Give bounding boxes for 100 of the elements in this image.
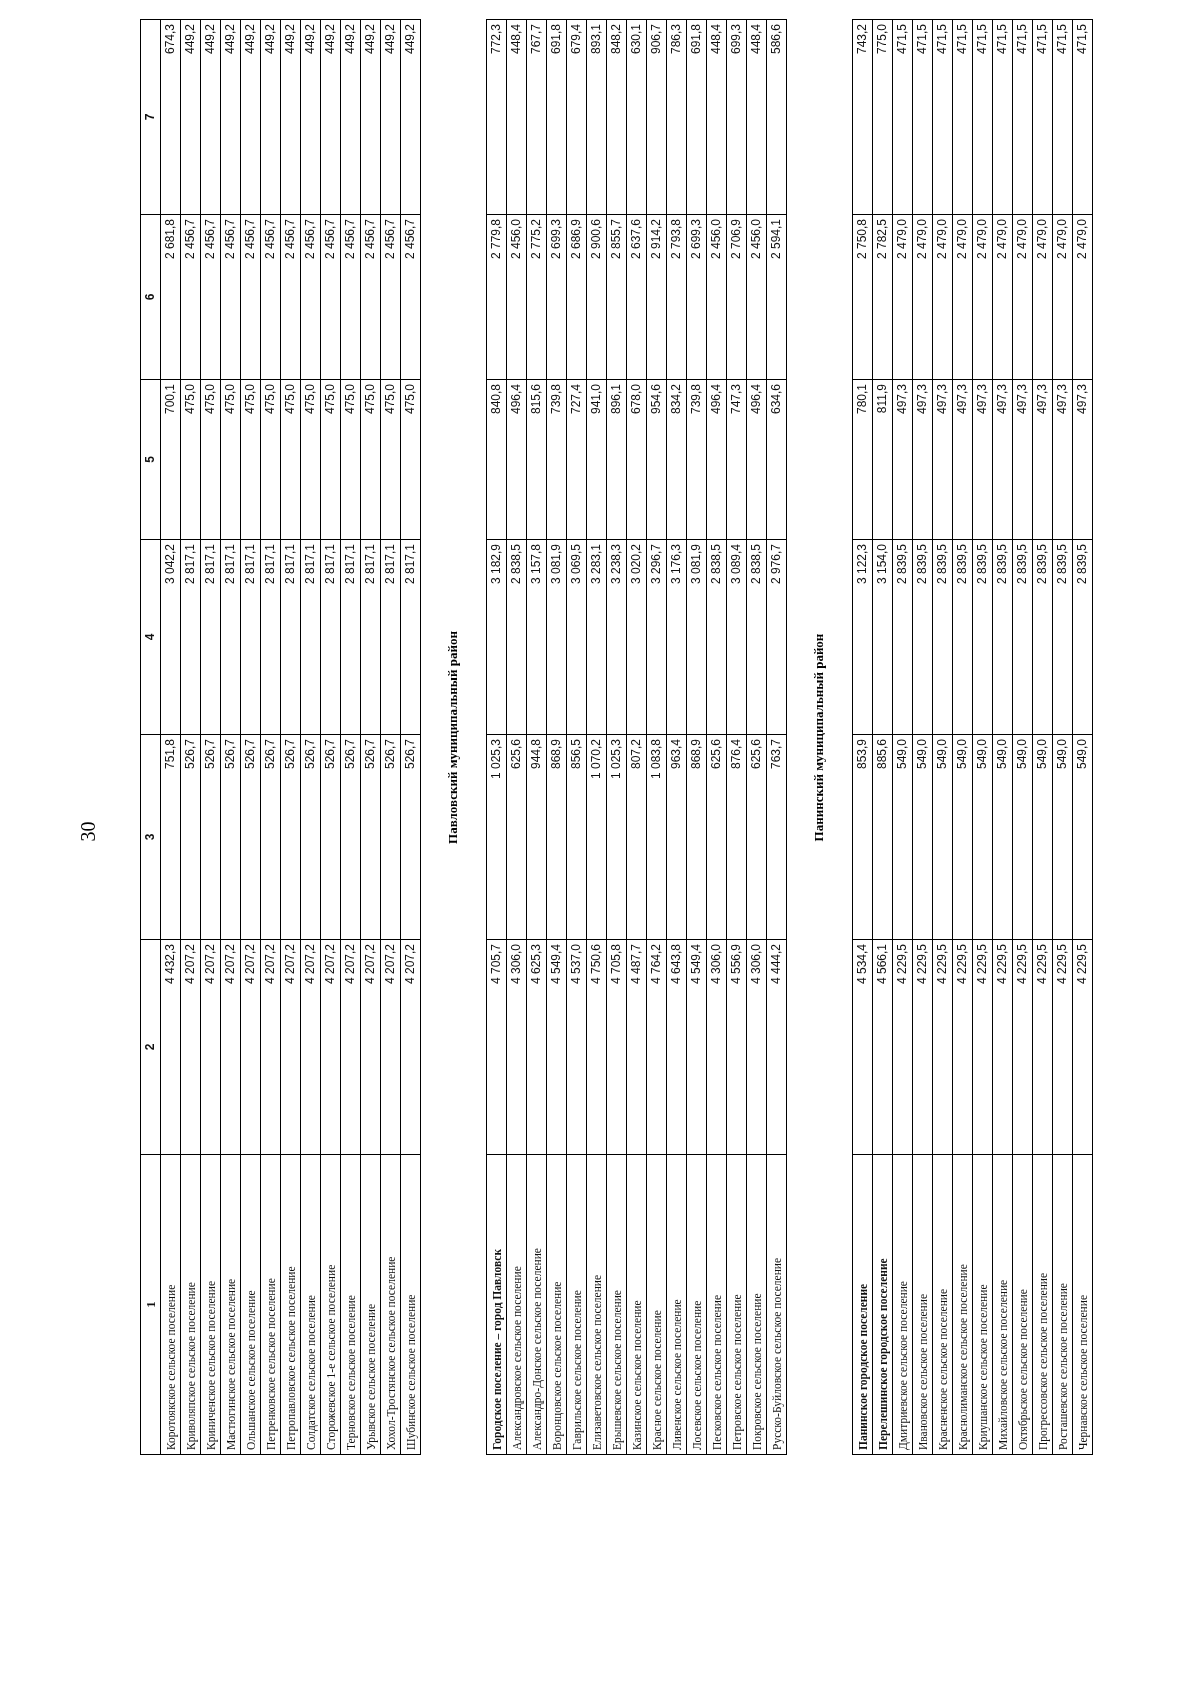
table-cell: 2 838,5 — [706, 539, 727, 735]
column-header: 2 — [140, 939, 161, 1155]
table-cell: 868,9 — [686, 734, 707, 940]
table-cell: 4 750,6 — [586, 939, 607, 1155]
table-cell: 497,3 — [1032, 379, 1053, 540]
table-cell: 4 207,2 — [180, 939, 201, 1155]
table-cell: 4 229,5 — [1032, 939, 1053, 1155]
table-cell: 2 839,5 — [1012, 539, 1033, 735]
table-cell: 526,7 — [220, 734, 241, 940]
table-cell: 475,0 — [400, 379, 421, 540]
table-cell: Криниченское сельское поселение — [200, 1154, 221, 1455]
table-cell: 4 229,5 — [1072, 939, 1093, 1155]
table-cell: 2 976,7 — [766, 539, 787, 735]
table-cell: 549,0 — [972, 734, 993, 940]
table-cell: 691,8 — [546, 19, 567, 215]
table-cell: 674,3 — [160, 19, 181, 215]
table-cell: 634,6 — [766, 379, 787, 540]
table-cell: Краснолиманское сельское поселение — [952, 1154, 973, 1455]
table-cell: 853,9 — [852, 734, 873, 940]
table-cell: 876,4 — [726, 734, 747, 940]
table-cell: 4 207,2 — [400, 939, 421, 1155]
table-cell: 449,2 — [260, 19, 281, 215]
table-cell: 2 456,7 — [320, 214, 341, 380]
table-cell: 2 479,0 — [892, 214, 913, 380]
table-cell: 475,0 — [340, 379, 361, 540]
table-cell: Ливенское сельское поселение — [666, 1154, 687, 1455]
table-cell: 526,7 — [260, 734, 281, 940]
table-cell: 2 686,9 — [566, 214, 587, 380]
table-cell: 2 817,1 — [340, 539, 361, 735]
table-cell: 691,8 — [686, 19, 707, 215]
table-cell: 2 456,7 — [300, 214, 321, 380]
table-cell: Октябрьское сельское поселение — [1012, 1154, 1033, 1455]
table-cell: 678,0 — [626, 379, 647, 540]
table-cell: Казинское сельское поселение — [626, 1154, 647, 1455]
table-cell: Мастюгинское сельское поселение — [220, 1154, 241, 1455]
table-cell: 780,1 — [852, 379, 873, 540]
table-cell: 747,3 — [726, 379, 747, 540]
table-cell: Петровское сельское поселение — [726, 1154, 747, 1455]
table-cell: 739,8 — [686, 379, 707, 540]
table-cell: 449,2 — [220, 19, 241, 215]
table-cell: Панинское городское поселение — [852, 1154, 873, 1455]
table-cell: 471,5 — [1052, 19, 1073, 215]
table-cell: 811,9 — [872, 379, 893, 540]
table-cell: 2 839,5 — [1072, 539, 1093, 735]
table-cell: 2 699,3 — [686, 214, 707, 380]
table-cell: Воронцовское сельское поселение — [546, 1154, 567, 1455]
table-cell: 2 750,8 — [852, 214, 873, 380]
table-cell: 2 699,3 — [546, 214, 567, 380]
table-cell: Городское поселение – город Павловск — [486, 1154, 507, 1455]
table-cell: Александровское сельское поселение — [506, 1154, 527, 1455]
table-cell: 4 207,2 — [260, 939, 281, 1155]
table-cell: 449,2 — [280, 19, 301, 215]
table-cell: 767,7 — [526, 19, 547, 215]
table-cell: 497,3 — [992, 379, 1013, 540]
table-cell: 497,3 — [952, 379, 973, 540]
table-cell: 549,0 — [932, 734, 953, 940]
table-cell: 471,5 — [892, 19, 913, 215]
table-cell: 2 839,5 — [1052, 539, 1073, 735]
table-cell: 3 122,3 — [852, 539, 873, 735]
table-cell: 772,3 — [486, 19, 507, 215]
table-cell: 3 176,3 — [666, 539, 687, 735]
table-cell: 549,0 — [912, 734, 933, 940]
table-cell: 526,7 — [340, 734, 361, 940]
table-cell: 2 817,1 — [400, 539, 421, 735]
table-cell: 471,5 — [992, 19, 1013, 215]
table-cell: 449,2 — [360, 19, 381, 215]
table-cell: 2 456,7 — [260, 214, 281, 380]
column-header: 7 — [140, 19, 161, 215]
table-cell: 3 296,7 — [646, 539, 667, 735]
table-cell: 885,6 — [872, 734, 893, 940]
table-cell: 449,2 — [320, 19, 341, 215]
table-cell: 497,3 — [892, 379, 913, 540]
table-cell: 4 306,0 — [506, 939, 527, 1155]
table-cell: 4 537,0 — [566, 939, 587, 1155]
table-cell: 4 306,0 — [746, 939, 767, 1155]
table-cell: 4 625,3 — [526, 939, 547, 1155]
table-cell: 834,2 — [666, 379, 687, 540]
table-cell: 700,1 — [160, 379, 181, 540]
table-cell: 2 817,1 — [380, 539, 401, 735]
table-cell: 4 229,5 — [992, 939, 1013, 1155]
table-cell: 4 229,5 — [972, 939, 993, 1155]
table-cell: 471,5 — [1012, 19, 1033, 215]
table-cell: 2 479,0 — [952, 214, 973, 380]
table-cell: 526,7 — [180, 734, 201, 940]
table-cell: 449,2 — [240, 19, 261, 215]
table-cell: 2 456,7 — [380, 214, 401, 380]
table-cell: 4 207,2 — [280, 939, 301, 1155]
column-header: 5 — [140, 379, 161, 540]
table-cell: 2 817,1 — [280, 539, 301, 735]
table-cell: 2 839,5 — [912, 539, 933, 735]
table-cell: 954,6 — [646, 379, 667, 540]
table-cell: 2 838,5 — [746, 539, 767, 735]
table-cell: 4 432,3 — [160, 939, 181, 1155]
column-header: 3 — [140, 734, 161, 940]
table-cell: 475,0 — [280, 379, 301, 540]
table-cell: 471,5 — [972, 19, 993, 215]
table-cell: 2 456,7 — [340, 214, 361, 380]
table-cell: Дмитриевское сельское поселение — [892, 1154, 913, 1455]
table-cell: 4 229,5 — [1052, 939, 1073, 1155]
table-cell: Красное сельское поселение — [646, 1154, 667, 1455]
